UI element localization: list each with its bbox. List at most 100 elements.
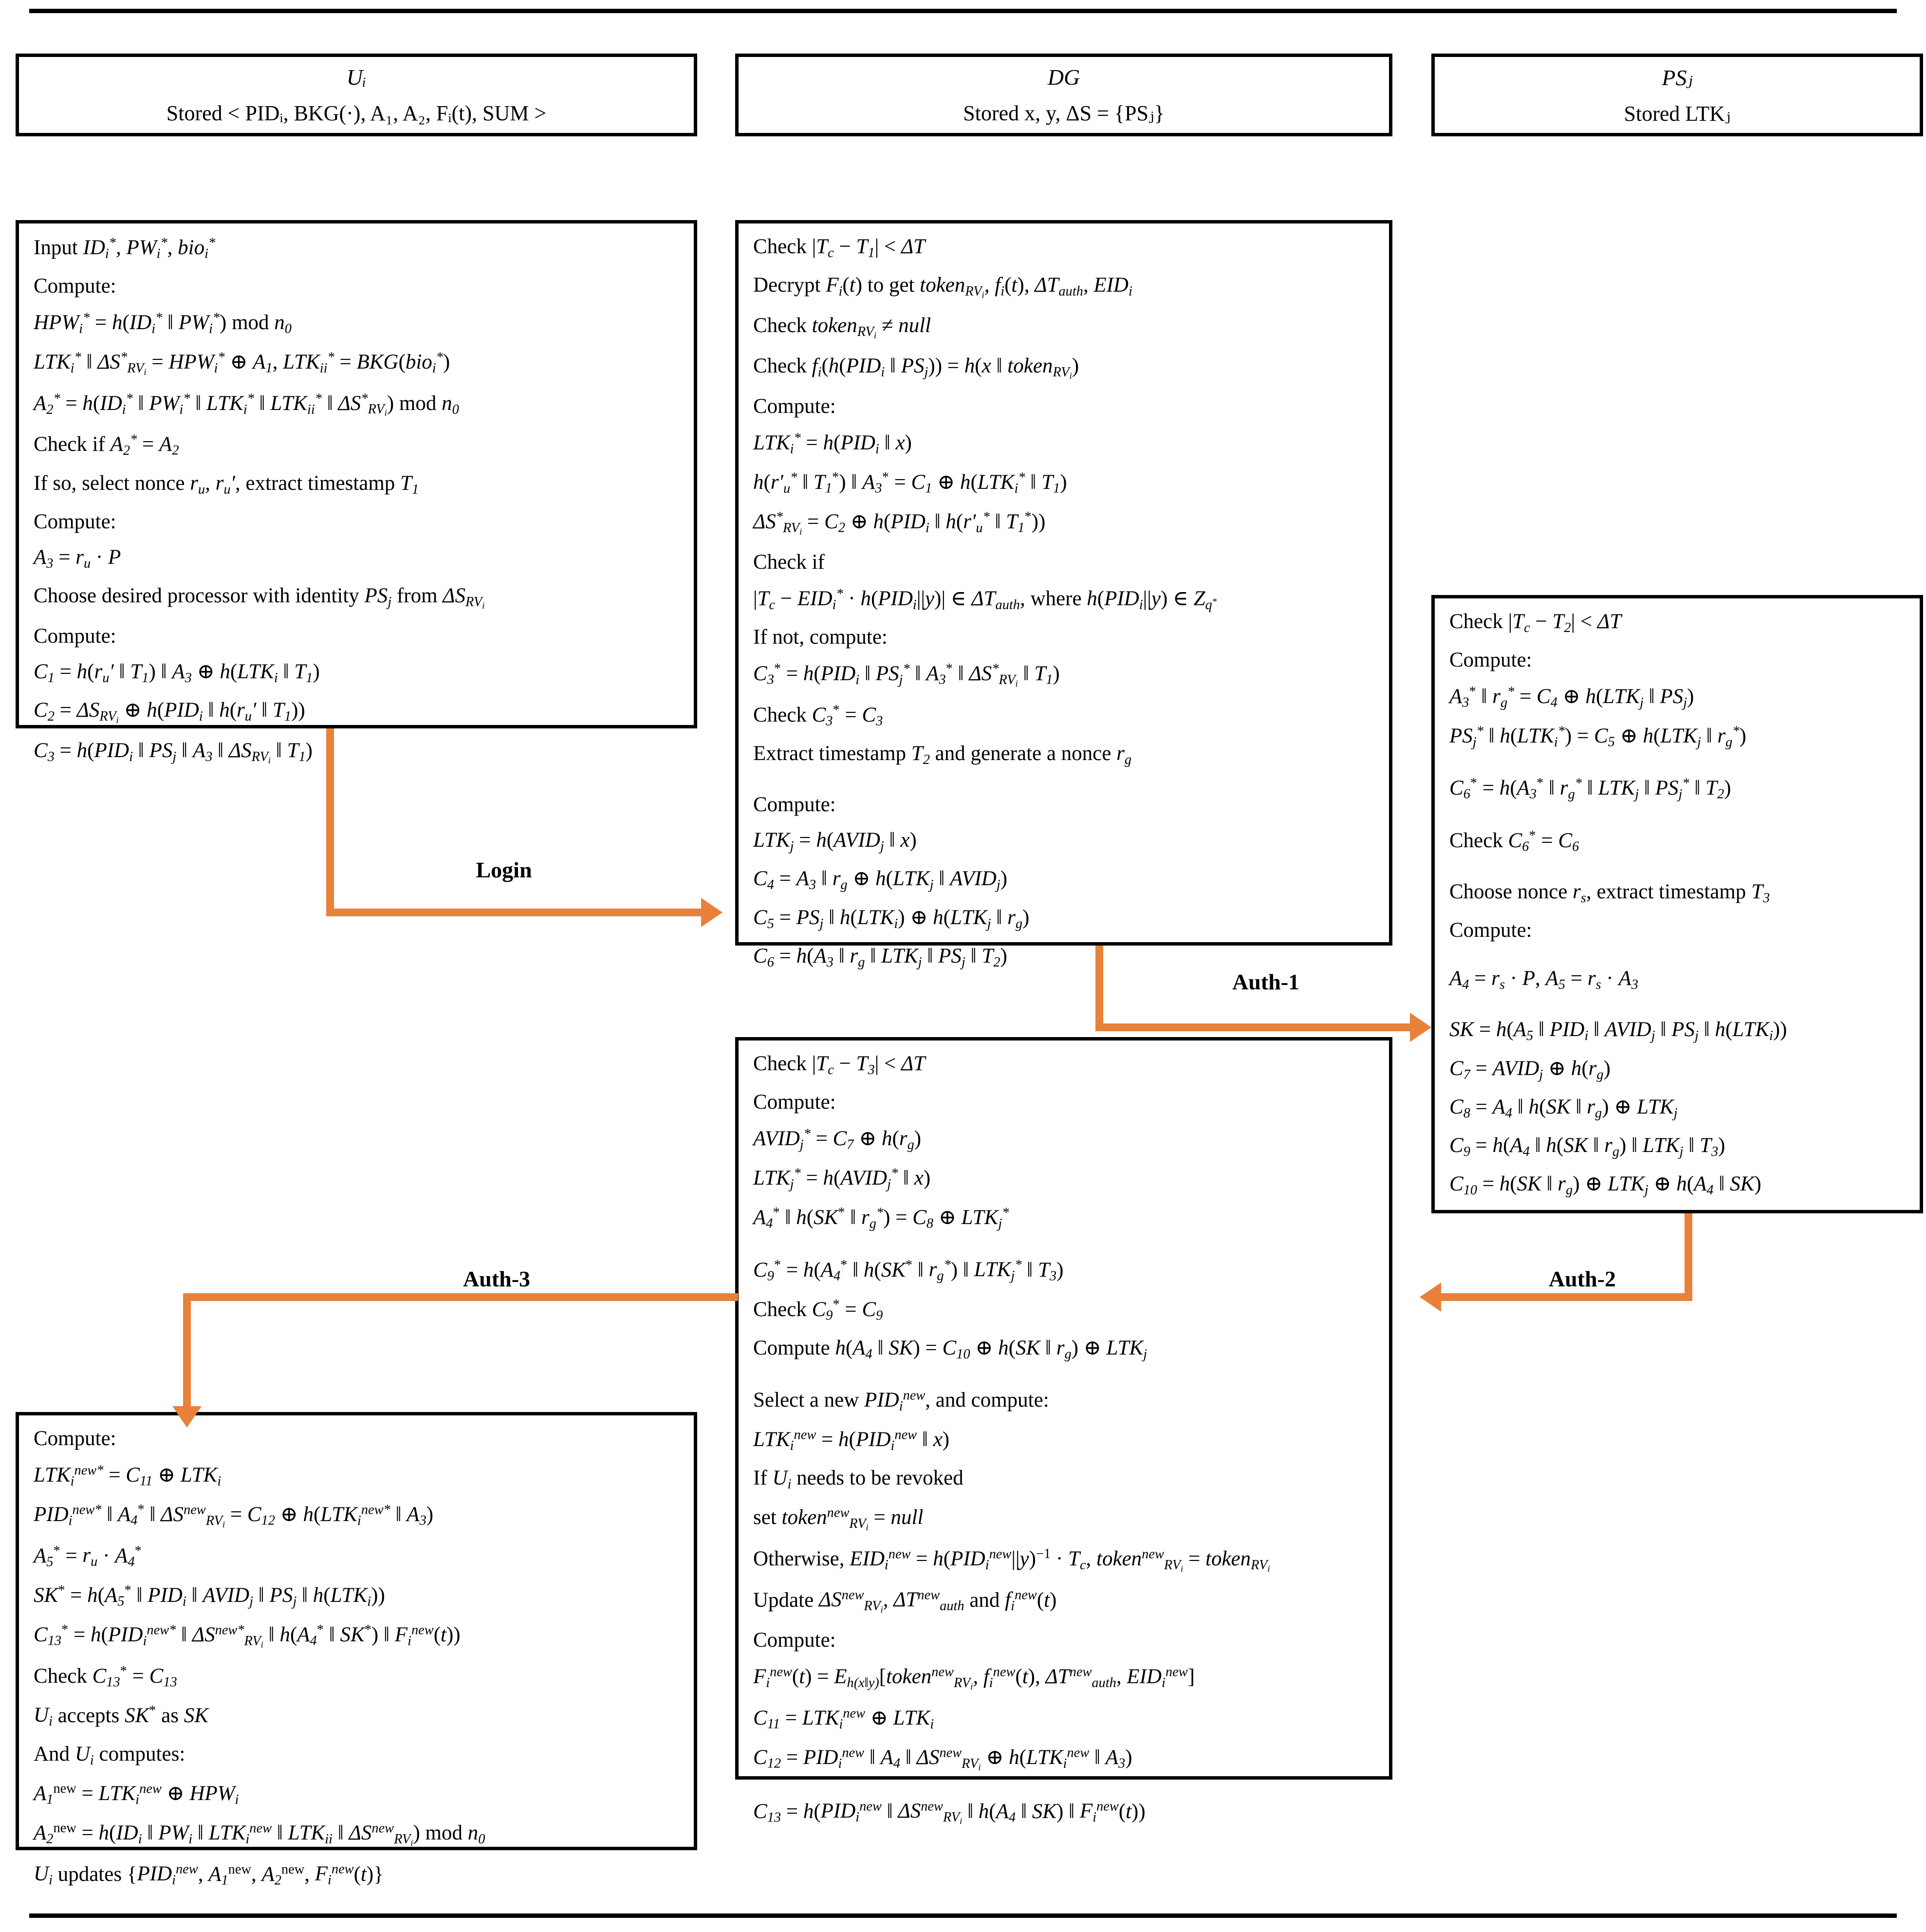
login-arrow-horizontal <box>326 909 701 916</box>
protocol-step: A3 = ru · P <box>34 545 121 571</box>
protocol-step: C8 = A4 ‖ h(SK ‖ rg) ⊕ LTKj <box>1449 1095 1678 1121</box>
protocol-step: Check C13* = C13 <box>34 1663 177 1690</box>
protocol-step: HPWi* = h(IDi* ‖ PWi*) mod n0 <box>34 310 292 336</box>
protocol-step: Compute: <box>753 395 836 418</box>
protocol-step: Check C6* = C6 <box>1449 828 1579 855</box>
protocol-step: A4* ‖ h(SK* ‖ rg*) = C8 ⊕ LTKj* <box>753 1205 1009 1232</box>
auth1-arrow-vertical <box>1095 946 1103 1031</box>
protocol-step: Compute: <box>1449 918 1532 942</box>
protocol-step: Choose desired processor with identity P… <box>34 584 485 612</box>
protocol-step: Ui accepts SK* as SK <box>34 1703 208 1729</box>
protocol-step: Compute: <box>753 793 836 816</box>
header-box-dg: DG Stored x, y, ΔS = {PSⱼ} <box>735 54 1392 136</box>
protocol-step: LTKi* = h(PIDi ‖ x) <box>753 430 912 457</box>
stored-label-ps: Stored LTKⱼ <box>1624 101 1731 126</box>
protocol-step: C1 = h(ru′ ‖ T1) ‖ A3 ⊕ h(LTKi ‖ T1) <box>34 660 320 686</box>
protocol-step: LTKi* ‖ ΔS*RVi = HPWi* ⊕ A1, LTKii* = BK… <box>34 350 450 378</box>
protocol-step: SK = h(A5 ‖ PIDi ‖ AVIDj ‖ PSj ‖ h(LTKi)… <box>1449 1018 1787 1044</box>
protocol-step: If so, select nonce ru, ru′, extract tim… <box>34 471 419 497</box>
protocol-step: If Ui needs to be revoked <box>753 1467 963 1492</box>
protocol-step: AVIDj* = C7 ⊕ h(rg) <box>753 1126 922 1152</box>
protocol-step: C4 = A3 ‖ rg ⊕ h(LTKj ‖ AVIDj) <box>753 867 1008 893</box>
protocol-step: Check if <box>753 550 825 574</box>
protocol-step: set tokennewRVi = null <box>753 1505 924 1533</box>
header-box-user: Uᵢ Stored < PIDᵢ, BKG(·), A₁, A₂, Fᵢ(t),… <box>16 54 697 136</box>
entity-label-dg: DG <box>1047 65 1080 90</box>
protocol-step: And Ui computes: <box>34 1742 185 1768</box>
protocol-step: C6 = h(A3 ‖ rg ‖ LTKj ‖ PSj ‖ T2) <box>753 944 1007 970</box>
stored-label-user: Stored < PIDᵢ, BKG(·), A₁, A₂, Fᵢ(t), SU… <box>166 101 547 125</box>
protocol-step: Ui updates {PIDinew, A1new, A2new, Finew… <box>34 1861 384 1888</box>
user-login-box: Input IDi*, PWi*, bioi* Compute: HPWi* =… <box>16 220 697 765</box>
top-rule <box>29 9 1897 13</box>
login-arrow-head <box>701 898 722 927</box>
protocol-step: A5* = ru · A4* <box>34 1543 142 1570</box>
auth2-arrow-head <box>1420 1282 1441 1312</box>
auth1-arrow-horizontal <box>1095 1023 1410 1031</box>
protocol-step: Compute: <box>34 275 116 298</box>
protocol-step: C9 = h(A4 ‖ h(SK ‖ rg) ‖ LTKj ‖ T3) <box>1449 1134 1725 1160</box>
auth2-arrow-vertical <box>1685 1213 1692 1301</box>
protocol-step: C9* = h(A4* ‖ h(SK* ‖ rg*) ‖ LTKj* ‖ T3) <box>753 1257 1064 1284</box>
login-arrow-vertical <box>326 728 334 916</box>
dg-first-box: Check |Tc − T1| < ΔT Decrypt Fi(t) to ge… <box>735 220 1392 969</box>
protocol-step: Check |Tc − T1| < ΔT <box>753 235 926 260</box>
protocol-step: Compute h(A4 ‖ SK) = C10 ⊕ h(SK ‖ rg) ⊕ … <box>753 1336 1148 1362</box>
protocol-step: Check fi(h(PIDi ‖ PSj)) = h(x ‖ tokenRVi… <box>753 354 1079 382</box>
protocol-step: A4 = rs · P, A5 = rs · A3 <box>1449 966 1638 992</box>
protocol-step: C13* = h(PIDinew* ‖ ΔSnew*RVi ‖ h(A4* ‖ … <box>34 1622 461 1650</box>
auth2-arrow-label: Auth-2 <box>1548 1266 1616 1291</box>
protocol-step: Choose nonce rs, extract timestamp T3 <box>1449 880 1770 906</box>
entity-label-user: Uᵢ <box>346 65 367 90</box>
auth1-arrow-head <box>1410 1013 1431 1042</box>
protocol-step: h(r′u* ‖ T1*) ‖ A3* = C1 ⊕ h(LTKi* ‖ T1) <box>753 470 1067 496</box>
protocol-step: A3* ‖ rg* = C4 ⊕ h(LTKj ‖ PSj) <box>1449 684 1694 710</box>
protocol-step: A2* = h(IDi* ‖ PWi* ‖ LTKi* ‖ LTKii* ‖ Δ… <box>34 390 459 419</box>
protocol-step: Input IDi*, PWi*, bioi* <box>34 235 216 261</box>
protocol-step: Otherwise, EIDinew = h(PIDinew||y)−1 · T… <box>753 1546 1270 1574</box>
protocol-step: Decrypt Fi(t) to get tokenRVi, fi(t), ΔT… <box>753 274 1132 301</box>
auth3-arrow-head <box>172 1406 202 1428</box>
protocol-step: C2 = ΔSRVi ⊕ h(PIDi ‖ h(ru′ ‖ T1)) <box>34 699 305 726</box>
protocol-step: A1new = LTKinew ⊕ HPWi <box>34 1781 239 1807</box>
protocol-step: C6* = h(A3* ‖ rg* ‖ LTKj ‖ PSj* ‖ T2) <box>1449 776 1731 802</box>
ps-box: Check |Tc − T2| < ΔT Compute: A3* ‖ rg* … <box>1431 595 1923 1213</box>
protocol-step: C3 = h(PIDi ‖ PSj ‖ A3 ‖ ΔSRVi ‖ T1) <box>34 739 313 766</box>
auth3-arrow-horizontal <box>183 1293 738 1301</box>
protocol-step: Compute: <box>753 1091 836 1114</box>
auth3-arrow-vertical <box>183 1293 191 1406</box>
protocol-step: C11 = LTKinew ⊕ LTKi <box>753 1706 934 1732</box>
protocol-step: A2new = h(IDi ‖ PWi ‖ LTKinew ‖ LTKii ‖ … <box>34 1821 485 1848</box>
protocol-step: LTKinew = h(PIDinew ‖ x) <box>753 1427 950 1453</box>
user-final-box: Compute: LTKinew* = C11 ⊕ LTKi PIDinew* … <box>16 1412 697 1887</box>
auth1-arrow-label: Auth-1 <box>1232 969 1300 994</box>
protocol-step: C5 = PSj ‖ h(LTKi) ⊕ h(LTKj ‖ rg) <box>753 906 1030 931</box>
protocol-step: Compute: <box>34 510 116 533</box>
stored-label-dg: Stored x, y, ΔS = {PSⱼ} <box>963 101 1165 125</box>
login-arrow-label: Login <box>476 857 532 882</box>
protocol-step: Extract timestamp T2 and generate a nonc… <box>753 742 1132 767</box>
protocol-step: C3* = h(PIDi ‖ PSj* ‖ A3* ‖ ΔS*RVi ‖ T1) <box>753 661 1060 689</box>
dg-second-box: Check |Tc − T3| < ΔT Compute: AVIDj* = C… <box>735 1037 1392 1826</box>
protocol-step: C10 = h(SK ‖ rg) ⊕ LTKj ⊕ h(A4 ‖ SK) <box>1449 1172 1761 1198</box>
protocol-step: LTKj* = h(AVIDj* ‖ x) <box>753 1166 931 1192</box>
protocol-step: Update ΔSnewRVi, ΔTnewauth and finew(t) <box>753 1587 1057 1616</box>
protocol-step: |Tc − EIDi* · h(PIDi||y)| ∈ ΔTauth, wher… <box>753 586 1217 613</box>
protocol-step: Check tokenRVi ≠ null <box>753 314 931 341</box>
protocol-step: Compute: <box>34 1427 116 1450</box>
protocol-step: Check C9* = C9 <box>753 1297 883 1323</box>
auth2-arrow-horizontal <box>1441 1293 1692 1301</box>
protocol-step: Finew(t) = Eh(x‖y)[tokennewRVi, finew(t)… <box>753 1664 1195 1692</box>
protocol-step: LTKj = h(AVIDj ‖ x) <box>753 828 917 854</box>
header-box-ps: PSⱼ Stored LTKⱼ <box>1431 54 1923 136</box>
entity-label-ps: PSⱼ <box>1662 65 1693 90</box>
protocol-step: PIDinew* ‖ A4* ‖ ΔSnewRVi = C12 ⊕ h(LTKi… <box>34 1502 434 1530</box>
protocol-step: ΔS*RVi = C2 ⊕ h(PIDi ‖ h(r′u* ‖ T1*)) <box>753 509 1046 538</box>
protocol-step: C13 = h(PIDinew ‖ ΔSnewRVi ‖ h(A4 ‖ SK) … <box>753 1799 1146 1827</box>
protocol-step: Compute: <box>753 1629 836 1652</box>
protocol-step: Check |Tc − T3| < ΔT <box>753 1052 926 1077</box>
protocol-step: Compute: <box>34 625 116 648</box>
protocol-step: If not, compute: <box>753 625 888 649</box>
protocol-step: Check if A2* = A2 <box>34 432 179 459</box>
protocol-step: Check C3* = C3 <box>753 702 883 729</box>
